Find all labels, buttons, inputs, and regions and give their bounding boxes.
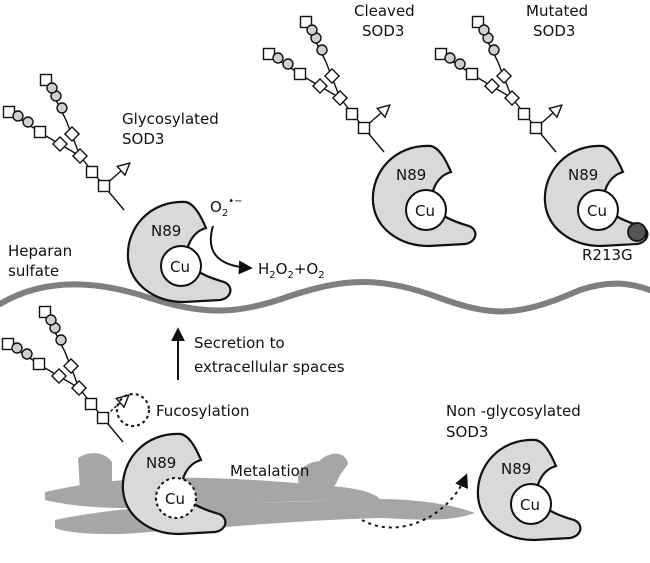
galactose-residue xyxy=(46,82,58,94)
glcnac-residue xyxy=(345,107,359,121)
cu-label: Cu xyxy=(520,496,540,514)
glcnac-residue xyxy=(84,397,98,411)
cu-label: Cu xyxy=(170,258,190,276)
n89-site-label: N89 xyxy=(568,166,598,184)
galactose-residue xyxy=(272,52,284,64)
galactose-residue xyxy=(306,24,318,36)
er-membrane-segment xyxy=(78,453,112,494)
heparan-sulfate-chain xyxy=(0,279,650,315)
mannose-residue xyxy=(51,135,69,153)
mannose-residue xyxy=(62,357,80,375)
galactose-residue xyxy=(444,52,456,64)
galactose-residue xyxy=(45,314,57,326)
mannose-residue xyxy=(503,89,521,107)
n89-site-label: N89 xyxy=(146,454,176,472)
mannose-residue xyxy=(311,77,329,95)
copper-site xyxy=(160,245,202,287)
mannose-residue xyxy=(71,147,89,165)
glcnac-residue xyxy=(39,73,53,87)
er-membrane-segment xyxy=(320,453,348,478)
glcnac-residue xyxy=(471,15,485,29)
glcnac-residue xyxy=(96,411,110,425)
glcnac-residue xyxy=(32,357,46,371)
glcnac-residue xyxy=(85,165,99,179)
mutation-site xyxy=(627,222,647,242)
mannose-residue xyxy=(70,379,88,397)
galactose-residue xyxy=(56,102,68,114)
glycosylated-label-2: SOD3 xyxy=(122,130,164,148)
fucosylation-label: Fucosylation xyxy=(156,402,250,420)
copper-site xyxy=(405,189,447,231)
galactose-residue xyxy=(488,44,500,56)
galactose-residue xyxy=(454,58,466,70)
n89-site-label: N89 xyxy=(396,166,426,184)
secretion-label-1: Secretion to xyxy=(194,334,285,352)
mannose-residue xyxy=(50,367,68,385)
galactose-residue xyxy=(282,58,294,70)
products-label: H2O2+O2 xyxy=(258,260,325,281)
glcnac-residue xyxy=(293,67,307,81)
glycan-chain xyxy=(2,73,125,211)
mannose-residue xyxy=(323,67,341,85)
galactose-residue xyxy=(12,110,24,122)
heparan-label-1: Heparan xyxy=(8,242,72,260)
cu-label: Cu xyxy=(415,202,435,220)
secretion-label-2: extracellular spaces xyxy=(194,358,345,376)
nonglycosylated-label-2: SOD3 xyxy=(446,423,488,441)
mannose-residue xyxy=(331,89,349,107)
glcnac-residue xyxy=(97,179,111,193)
dismutation-arrow xyxy=(209,225,253,275)
cleaved-label-1: Cleaved xyxy=(354,2,415,20)
galactose-residue xyxy=(22,116,34,128)
superoxide-label: O2•− xyxy=(210,196,242,219)
glcnac-residue xyxy=(33,125,47,139)
galactose-residue xyxy=(11,342,23,354)
glcnac-residue xyxy=(517,107,531,121)
mutated-label-1: Mutated xyxy=(526,2,588,20)
galactose-residue xyxy=(478,24,490,36)
glcnac-residue xyxy=(357,121,371,135)
galactose-residue xyxy=(21,348,33,360)
mannose-residue xyxy=(63,125,81,143)
n89-site-label: N89 xyxy=(151,222,181,240)
glcnac-residue xyxy=(529,121,543,135)
cu-label: Cu xyxy=(587,202,607,220)
glycan-chain xyxy=(434,15,557,153)
mutation-label: R213G xyxy=(582,246,633,264)
glcnac-residue xyxy=(299,15,313,29)
nonglycosylated-label-1: Non -glycosylated xyxy=(446,402,581,420)
cu-label: Cu xyxy=(165,490,185,508)
mannose-residue xyxy=(483,77,501,95)
mannose-residue xyxy=(495,67,513,85)
glcnac-residue xyxy=(465,67,479,81)
mutated-label-2: SOD3 xyxy=(533,22,575,40)
glycan-chain xyxy=(262,15,385,153)
fucosylation-circle xyxy=(116,393,150,427)
galactose-residue xyxy=(316,44,328,56)
cleaved-label-2: SOD3 xyxy=(362,22,404,40)
glycosylated-label-1: Glycosylated xyxy=(122,110,219,128)
metalation-label: Metalation xyxy=(230,462,309,480)
n89-site-label: N89 xyxy=(501,460,531,478)
copper-site xyxy=(577,189,619,231)
copper-site xyxy=(155,477,197,519)
galactose-residue xyxy=(55,334,67,346)
glcnac-residue xyxy=(38,305,52,319)
copper-site xyxy=(510,483,552,525)
heparan-label-2: sulfate xyxy=(8,262,59,280)
glycan-chain xyxy=(1,305,124,443)
